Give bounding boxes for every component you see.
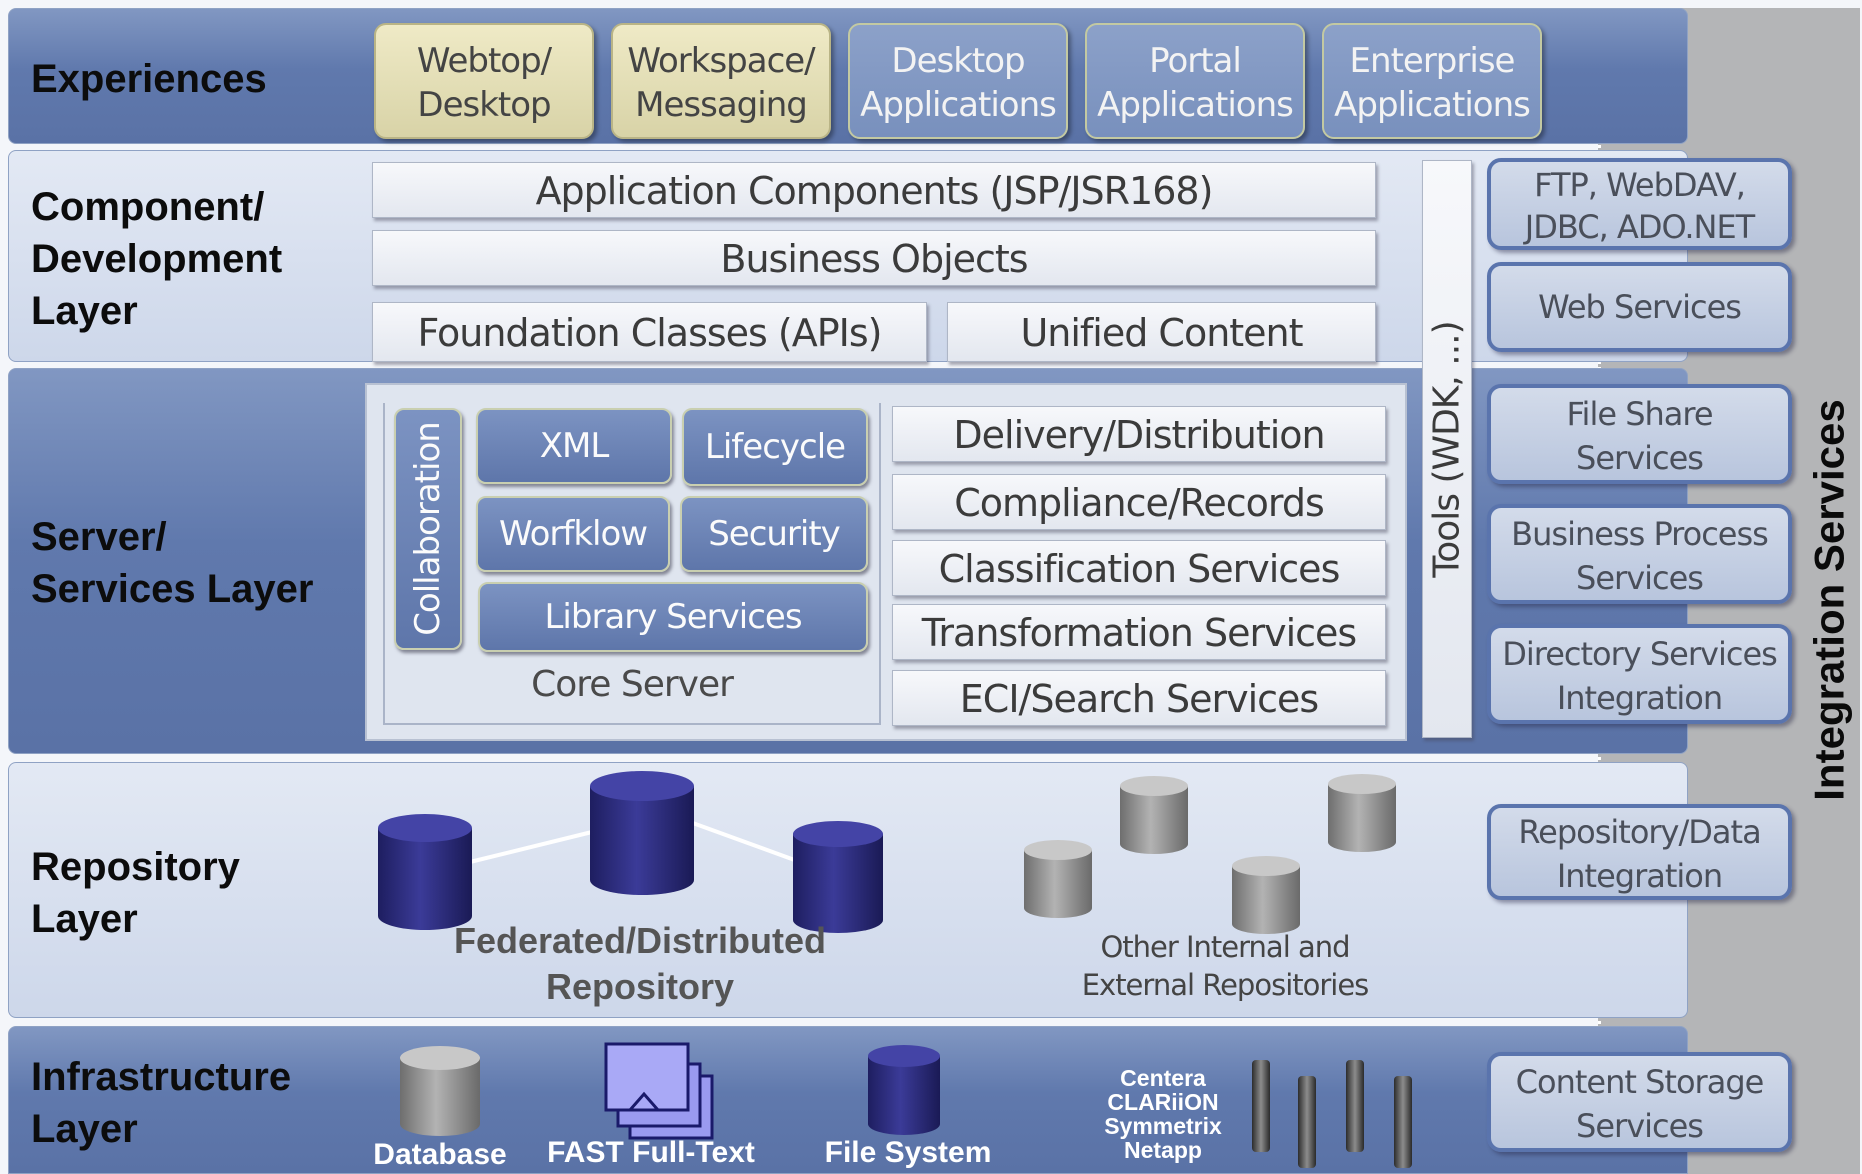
federated-db-center [590,771,694,895]
core-server-label: Core Server [531,664,734,705]
business-process-services-box[interactable]: Business Process Services [1487,504,1792,604]
workflow-button[interactable]: Worfklow [476,496,670,572]
tools-wdk-bar[interactable]: Tools (WDK, ...) [1422,160,1472,738]
directory-services-integration-box[interactable]: Directory Services Integration [1487,624,1792,724]
content-storage-services-box[interactable]: Content Storage Services [1487,1052,1792,1152]
experiences-layer: Experiences Webtop/ Desktop Workspace/ M… [8,8,1688,144]
repository-data-integration-box[interactable]: Repository/Data Integration [1487,804,1792,900]
federated-repository-label: Federated/Distributed Repository [453,920,827,1007]
infrastructure-layer-title: Infrastructure Layer [31,1055,292,1151]
filesystem-label: File System [824,1136,992,1169]
foundation-classes-bar[interactable]: Foundation Classes (APIs) [372,302,927,362]
federation-link [689,820,801,864]
database-icon [400,1046,480,1136]
other-repo-db-3 [1232,856,1300,934]
library-services-button[interactable]: Library Services [478,582,868,652]
unified-content-facilities-bar[interactable]: Unified Content Facilities [947,302,1376,415]
webtop-desktop-box[interactable]: Webtop/ Desktop [374,23,594,139]
business-objects-bar[interactable]: Business Objects [372,230,1376,286]
classification-services-bar[interactable]: Classification Services [892,540,1386,596]
server-layer-title: Server/ Services Layer [31,515,314,611]
storage-array-icon [1252,1060,1412,1168]
filesystem-icon [868,1045,940,1135]
other-repo-db-4 [1328,774,1396,852]
fulltext-index-icon [604,1042,714,1140]
repository-layer-title: Repository Layer [31,845,240,941]
file-share-services-box[interactable]: File Share Services [1487,384,1792,484]
integration-services-title: Integration Services [1806,399,1854,801]
transformation-services-bar[interactable]: Transformation Services [892,604,1386,660]
portal-applications-box[interactable]: Portal Applications [1085,23,1305,139]
security-button[interactable]: Security [680,496,868,572]
other-repo-db-1 [1024,840,1092,918]
lifecycle-button[interactable]: Lifecycle [682,408,868,486]
federated-db-right [793,821,883,933]
ftp-webdav-jdbc-box[interactable]: FTP, WebDAV, JDBC, ADO.NET [1487,158,1792,250]
application-components-bar[interactable]: Application Components (JSP/JSR168) [372,162,1376,218]
collaboration-button[interactable]: Collaboration [394,408,462,650]
federation-link [469,828,601,864]
web-services-box[interactable]: Web Services [1487,262,1792,352]
other-repo-db-2 [1120,776,1188,854]
federated-db-left [378,814,472,930]
storage-vendors-label: Centera CLARiiON Symmetrix Netapp [1104,1065,1222,1163]
component-layer-title: Component/ Development Layer [31,185,283,333]
desktop-applications-box[interactable]: Desktop Applications [848,23,1068,139]
fulltext-index-label: FAST Full-Text Index [547,1136,755,1174]
eci-search-services-bar[interactable]: ECI/Search Services [892,670,1386,726]
database-label: Database [373,1138,507,1171]
experiences-title: Experiences [31,57,267,101]
other-repositories-label: Other Internal and External Repositories [1081,930,1370,1002]
workspace-messaging-box[interactable]: Workspace/ Messaging [611,23,831,139]
enterprise-applications-box[interactable]: Enterprise Applications [1322,23,1542,139]
